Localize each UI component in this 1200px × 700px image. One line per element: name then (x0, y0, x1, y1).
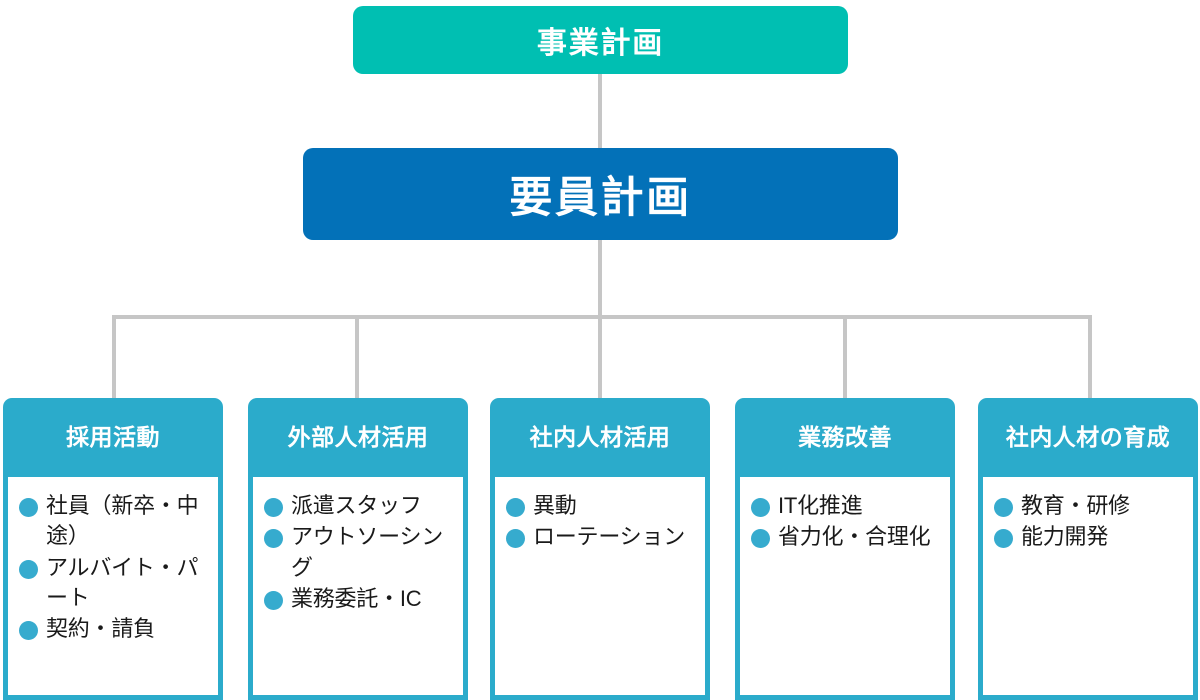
list-item: アルバイト・パート (16, 553, 212, 614)
list-item: アウトソーシング (261, 522, 457, 583)
node-business-plan-label: 事業計画 (536, 27, 665, 60)
card-internal-talent-utilization-body: 異動 ローテーション (490, 477, 710, 700)
card-internal-talent-utilization-header: 社内人材活用 (490, 398, 710, 477)
list-item: 異動 (503, 491, 699, 521)
node-staffing-plan-label: 要員計画 (509, 174, 692, 222)
card-recruitment[interactable]: 採用活動 社員（新卒・中途） アルバイト・パート 契約・請負 (3, 398, 223, 700)
connector-top-to-staffing (598, 74, 602, 148)
card-business-improvement[interactable]: 業務改善 IT化推進 省力化・合理化 (735, 398, 955, 700)
card-internal-talent-development-body: 教育・研修 能力開発 (978, 477, 1198, 700)
list-item: IT化推進 (748, 491, 944, 521)
node-staffing-plan[interactable]: 要員計画 (303, 148, 898, 240)
card-business-improvement-title: 業務改善 (798, 423, 892, 450)
connector-drop-4 (843, 315, 847, 399)
card-internal-talent-utilization[interactable]: 社内人材活用 異動 ローテーション (490, 398, 710, 700)
connector-drop-2 (355, 315, 359, 399)
card-recruitment-title: 採用活動 (66, 423, 160, 450)
list-item: 社員（新卒・中途） (16, 491, 212, 552)
list-item: 契約・請負 (16, 614, 212, 644)
list-item: 省力化・合理化 (748, 522, 944, 552)
card-recruitment-header: 採用活動 (3, 398, 223, 477)
connector-staffing-down (598, 240, 602, 317)
list-item: 能力開発 (991, 522, 1187, 552)
node-business-plan[interactable]: 事業計画 (353, 6, 848, 74)
connector-drop-1 (112, 315, 116, 399)
card-recruitment-list: 社員（新卒・中途） アルバイト・パート 契約・請負 (16, 491, 212, 645)
card-business-improvement-list: IT化推進 省力化・合理化 (748, 491, 944, 553)
card-external-talent-header: 外部人材活用 (248, 398, 468, 477)
card-external-talent-body: 派遣スタッフ アウトソーシング 業務委託・IC (248, 477, 468, 700)
card-internal-talent-development-title: 社内人材の育成 (1005, 423, 1171, 450)
card-internal-talent-utilization-list: 異動 ローテーション (503, 491, 699, 553)
connector-horizontal-bar (112, 315, 1092, 319)
card-external-talent[interactable]: 外部人材活用 派遣スタッフ アウトソーシング 業務委託・IC (248, 398, 468, 700)
card-internal-talent-development-list: 教育・研修 能力開発 (991, 491, 1187, 553)
connector-drop-5 (1088, 315, 1092, 399)
card-business-improvement-header: 業務改善 (735, 398, 955, 477)
card-external-talent-title: 外部人材活用 (287, 423, 429, 450)
card-recruitment-body: 社員（新卒・中途） アルバイト・パート 契約・請負 (3, 477, 223, 700)
card-internal-talent-development[interactable]: 社内人材の育成 教育・研修 能力開発 (978, 398, 1198, 700)
card-external-talent-list: 派遣スタッフ アウトソーシング 業務委託・IC (261, 491, 457, 614)
list-item: 派遣スタッフ (261, 491, 457, 521)
card-business-improvement-body: IT化推進 省力化・合理化 (735, 477, 955, 700)
card-internal-talent-utilization-title: 社内人材活用 (529, 423, 671, 450)
connector-drop-3 (598, 315, 602, 399)
list-item: 教育・研修 (991, 491, 1187, 521)
card-internal-talent-development-header: 社内人材の育成 (978, 398, 1198, 477)
list-item: 業務委託・IC (261, 584, 457, 614)
list-item: ローテーション (503, 522, 699, 552)
